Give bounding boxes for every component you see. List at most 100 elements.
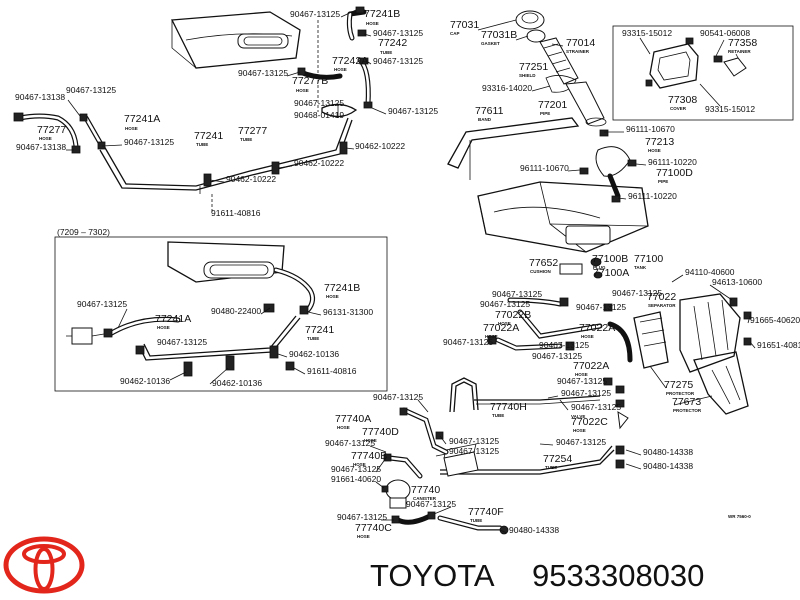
part-number-label: 90467-13125 <box>373 56 423 66</box>
part-number-label: 90467-13125 <box>66 85 116 95</box>
part-description-label: HOSE <box>353 462 366 467</box>
part-description-label: HOSE <box>573 428 586 433</box>
part-number-label: 90462-10222 <box>355 141 405 151</box>
part-number-label: 77241 <box>305 324 334 336</box>
part-number-label: 90467-13125 <box>124 137 174 147</box>
part-description-label: TUBE <box>307 336 319 341</box>
part-description-label: PIPE <box>658 179 668 184</box>
part-description-label: HOSE <box>364 438 377 443</box>
part-number-label: 77031 <box>450 19 479 31</box>
part-number-label: 77652 <box>529 257 558 269</box>
part-number-label: 77022A <box>579 322 615 334</box>
part-number-label: 90467-13125 <box>294 98 344 108</box>
part-number-label: 90480-22400 <box>211 306 261 316</box>
part-description-label: PLUG <box>593 265 606 270</box>
part-description-label: GASKET <box>481 41 500 46</box>
part-description-label: HOSE <box>648 148 661 153</box>
part-description-label: HOSE <box>581 334 594 339</box>
part-number-label: 90462-10222 <box>294 158 344 168</box>
part-number-label: 90480-14338 <box>643 447 693 457</box>
part-number-label: 77673 <box>672 396 701 408</box>
canister-assembly <box>369 377 642 535</box>
part-description-label: HOSE <box>326 294 339 299</box>
part-description-label: TANK <box>634 265 647 270</box>
part-number-label: 77014 <box>566 37 595 49</box>
part-number-label: 77241B <box>324 282 360 294</box>
part-description-label: SHIELD <box>519 73 536 78</box>
part-number-label: 91661-40620 <box>331 474 381 484</box>
part-description-label: CAP <box>450 31 460 36</box>
part-number-label: 96111-10220 <box>648 157 697 167</box>
part-number-label: 90467-13125 <box>325 438 375 448</box>
part-number-label: 77277 <box>37 124 66 136</box>
part-number-label: 91611-40816 <box>307 366 357 376</box>
part-description-label: SEPARATOR <box>648 303 676 308</box>
part-number-label: 77740A <box>335 413 371 425</box>
part-number-label: 90480-14338 <box>509 525 559 535</box>
part-description-label: CUSHION <box>530 269 551 274</box>
part-description-label: TUBE <box>380 50 392 55</box>
part-number-label: 90462-10136 <box>120 376 170 386</box>
part-description-label: HOSE <box>39 136 52 141</box>
filler-and-tank <box>447 10 649 253</box>
part-number-label: 90480-14338 <box>643 461 693 471</box>
separator-assembly <box>487 257 756 415</box>
part-description-label: HOSE <box>337 425 350 430</box>
part-description-label: HOSE <box>485 334 498 339</box>
part-number-label: 90467-13125 <box>337 512 387 522</box>
part-description-label: HOSE <box>366 21 379 26</box>
part-number-label: 90467-13125 <box>561 388 611 398</box>
part-number-label: 77241A <box>124 113 160 125</box>
part-number-label: 77241 <box>194 130 223 142</box>
part-number-label: 90467-13125 <box>556 437 606 447</box>
part-number-label: 96111-10670 <box>626 124 675 134</box>
part-description-label: COVER <box>670 106 687 111</box>
part-description-label: CANISTER <box>413 496 437 501</box>
part-number-label: 77031B <box>481 29 517 41</box>
part-number-label: 77740D <box>362 426 399 438</box>
part-number-label: 77100 <box>634 253 663 265</box>
part-number-label: 77358 <box>728 37 757 49</box>
part-number-label: 90467-13125 <box>373 392 423 402</box>
part-number-label: 77241B <box>364 8 400 20</box>
part-description-label: HOSE <box>357 534 370 539</box>
part-number-label: 90467-13138 <box>16 142 66 152</box>
part-number-label: 96131-31300 <box>323 307 373 317</box>
part-number-label: 91611-40816 <box>211 208 261 218</box>
part-number-label: 77022C <box>571 416 608 428</box>
part-number-label: 77308 <box>668 94 697 106</box>
part-description-label: PIPE <box>540 111 550 116</box>
part-number-label: 93316-14020 <box>482 83 532 93</box>
part-description-label: HOSE <box>334 67 347 72</box>
part-description-label: HOSE <box>125 126 138 131</box>
part-number-label: 90467-13125 <box>157 337 207 347</box>
part-number-label: 94613-10600 <box>712 277 762 287</box>
part-number-label: 90462-10136 <box>289 349 339 359</box>
part-number-label: 90467-13125 <box>77 299 127 309</box>
part-number-label: 90468-01419 <box>294 110 344 120</box>
part-description-label: TUBE <box>492 413 504 418</box>
part-number-label: 90467-13125 <box>576 302 626 312</box>
part-number-label: 77740C <box>355 522 392 534</box>
part-description-label: TUBE <box>196 142 208 147</box>
part-description-label: RETAINER <box>728 49 751 54</box>
part-number-label: 77022A <box>483 322 519 334</box>
part-number-label: 90467-13125 <box>406 499 456 509</box>
part-number-label: 94110-40600 <box>685 267 735 277</box>
part-description-label: VALVE <box>571 414 585 419</box>
part-number-label: 90467-13125 <box>612 288 662 298</box>
part-number-label: 96111-10670 <box>520 163 569 173</box>
part-description-label: HOSE <box>575 372 588 377</box>
part-number-label: 77213 <box>645 136 674 148</box>
part-number-label: 90467-13125 <box>443 337 493 347</box>
part-number-label: 90467-13125 <box>331 464 381 474</box>
part-number-label: 77740 <box>411 484 440 496</box>
part-number-label: 90541-06008 <box>700 28 750 38</box>
part-description-label: PROTECTOR <box>666 391 695 396</box>
cover-detail-box <box>612 25 794 121</box>
part-number-label: 77100D <box>656 167 693 179</box>
part-number-label: 90467-13125 <box>238 68 288 78</box>
part-description-label: TUBE <box>470 518 482 523</box>
part-number-label: 90467-13125 <box>480 299 530 309</box>
